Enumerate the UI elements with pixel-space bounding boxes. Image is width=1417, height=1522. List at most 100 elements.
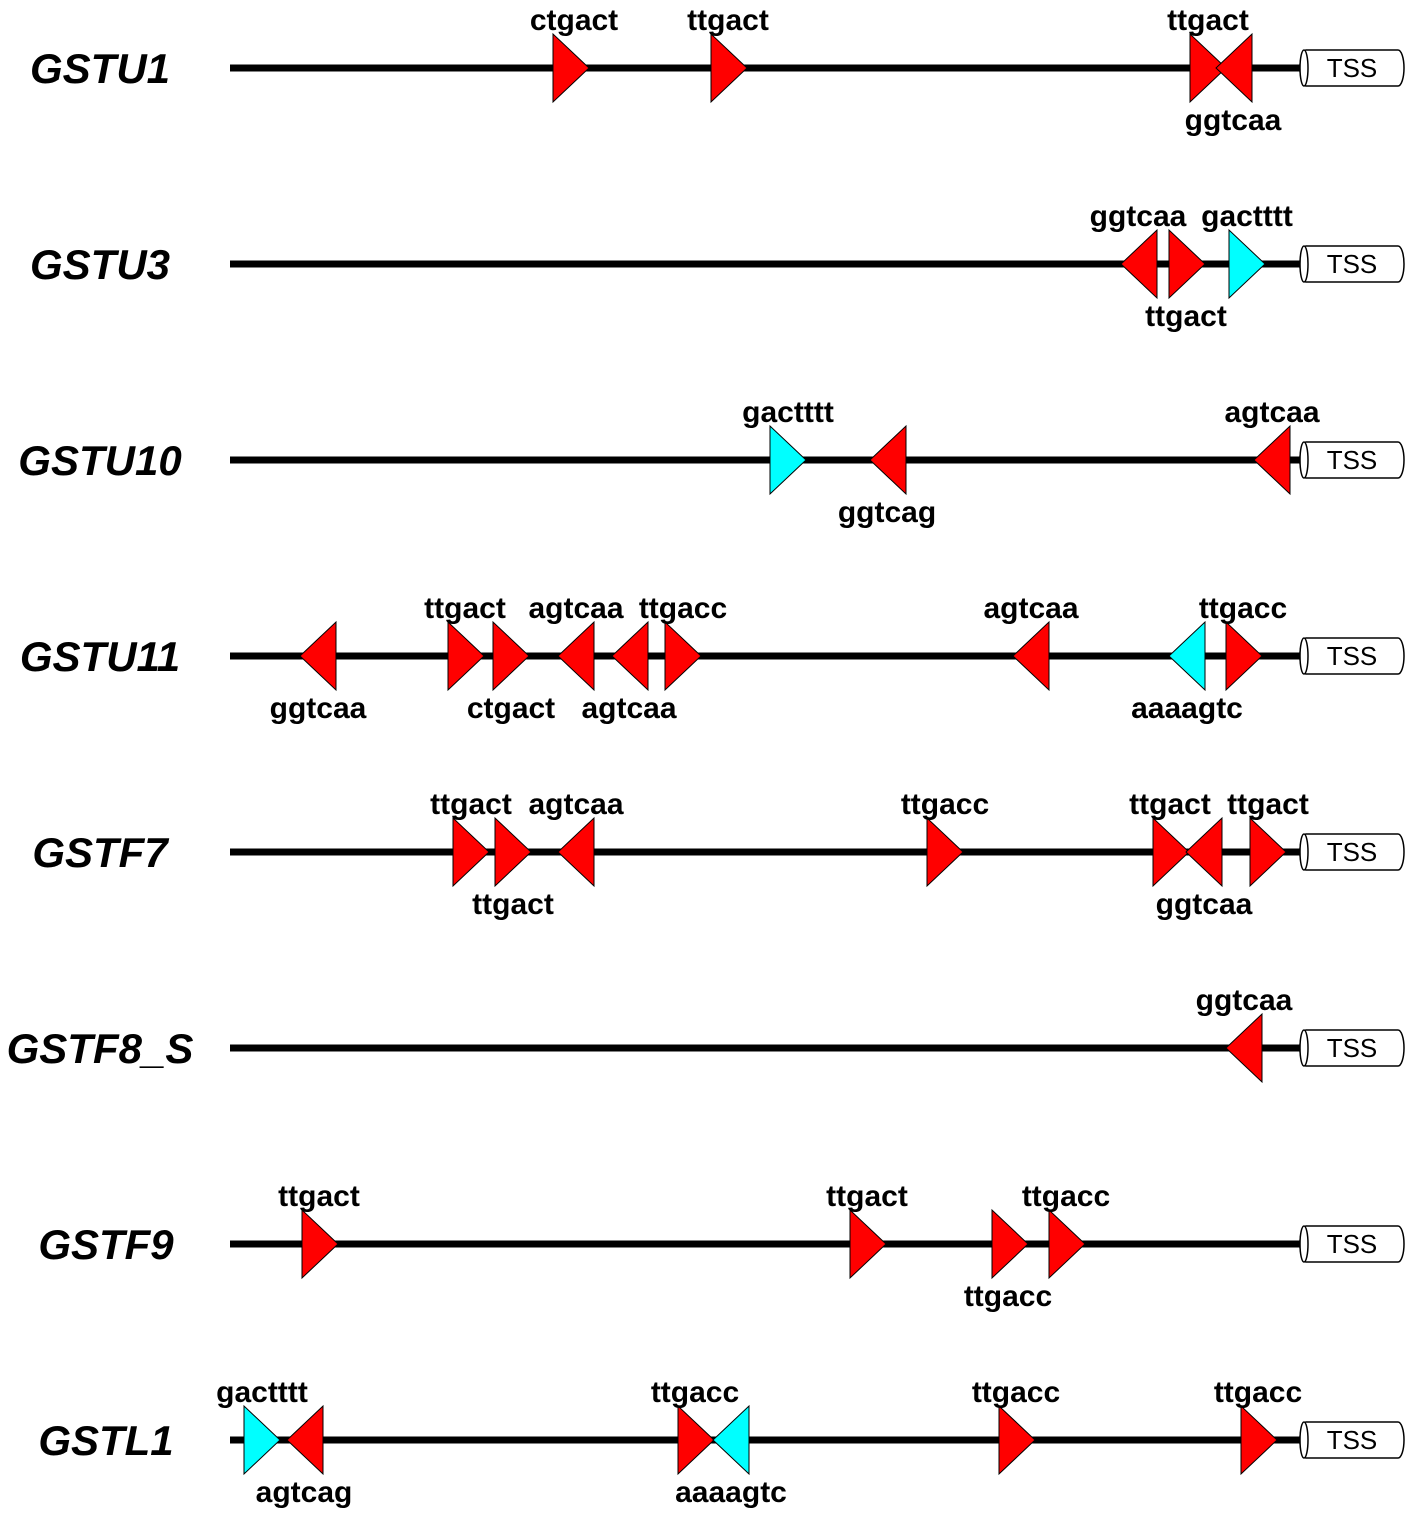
red-motif-right-arrow-icon — [494, 816, 532, 888]
cyan-motif-left-arrow-icon — [1168, 620, 1206, 692]
red-motif-right-arrow-icon — [1048, 1208, 1086, 1280]
red-motif-left-arrow-icon — [869, 424, 907, 496]
gene-label: GSTU3 — [30, 241, 170, 288]
motif-label: agtcaa — [528, 788, 623, 821]
red-motif-right-arrow-icon — [998, 1404, 1036, 1476]
gene-label: GSTF7 — [32, 829, 169, 876]
red-motif-right-arrow-icon — [447, 620, 485, 692]
motif-label: ttgact — [278, 1180, 360, 1213]
motif-label: gactttt — [216, 1376, 308, 1409]
tss-box: TSS — [1299, 833, 1405, 871]
red-motif-left-arrow-icon — [1120, 228, 1158, 300]
motif-label: agtcaa — [1224, 396, 1319, 429]
red-motif-right-arrow-icon — [664, 620, 702, 692]
cyan-motif-right-arrow-icon — [243, 1404, 281, 1476]
motif-label: ttgacc — [651, 1376, 739, 1409]
gene-label: GSTL1 — [38, 1417, 173, 1464]
motif-label: ggtcaa — [1185, 104, 1282, 137]
motif-label: ttgact — [1167, 4, 1249, 37]
motif-label: ttgact — [1145, 300, 1227, 333]
motif-label: ttgacc — [972, 1376, 1060, 1409]
tss-box: TSS — [1299, 441, 1405, 479]
motif-label: ttgact — [1227, 788, 1309, 821]
red-motif-left-arrow-icon — [1012, 620, 1050, 692]
red-motif-left-arrow-icon — [286, 1404, 324, 1476]
tss-label: TSS — [1327, 641, 1378, 671]
cyan-motif-right-arrow-icon — [1228, 228, 1266, 300]
red-motif-right-arrow-icon — [492, 620, 530, 692]
tss-label: TSS — [1327, 445, 1378, 475]
red-motif-left-arrow-icon — [1225, 1012, 1263, 1084]
tss-label: TSS — [1327, 1425, 1378, 1455]
tss-label: TSS — [1327, 249, 1378, 279]
motif-label: gactttt — [1201, 200, 1293, 233]
red-motif-right-arrow-icon — [1168, 228, 1206, 300]
red-motif-right-arrow-icon — [710, 32, 748, 104]
motif-label: ttgact — [472, 888, 554, 921]
motif-label: ttgact — [826, 1180, 908, 1213]
motif-label: aaaagtc — [1131, 692, 1243, 725]
tss-box: TSS — [1299, 1029, 1405, 1067]
cyan-motif-right-arrow-icon — [769, 424, 807, 496]
motif-label: ggtcaa — [270, 692, 367, 725]
motif-label: ttgacc — [1214, 1376, 1302, 1409]
red-motif-left-arrow-icon — [1185, 816, 1223, 888]
motif-label: agtcaa — [983, 592, 1078, 625]
motif-label: ttgacc — [901, 788, 989, 821]
motif-label: ttgacc — [639, 592, 727, 625]
red-motif-left-arrow-icon — [1253, 424, 1291, 496]
red-motif-right-arrow-icon — [1240, 1404, 1278, 1476]
red-motif-right-arrow-icon — [1152, 816, 1190, 888]
red-motif-right-arrow-icon — [991, 1208, 1029, 1280]
red-motif-right-arrow-icon — [926, 816, 964, 888]
gene-row-gstf9: GSTF9 TSS ttgact ttgact ttgacc ttgacc — [38, 1180, 1405, 1313]
motif-label: aaaagtc — [675, 1476, 787, 1509]
tss-box: TSS — [1299, 637, 1405, 675]
motif-label: ttgacc — [1022, 1180, 1110, 1213]
motif-label: ttgacc — [1199, 592, 1287, 625]
gene-row-gstf8_s: GSTF8_S TSS ggtcaa — [7, 984, 1405, 1084]
red-motif-right-arrow-icon — [1189, 32, 1227, 104]
gene-label: GSTF9 — [38, 1221, 174, 1268]
motif-label: ggtcaa — [1196, 984, 1293, 1017]
red-motif-left-arrow-icon — [557, 816, 595, 888]
tss-label: TSS — [1327, 1229, 1378, 1259]
tss-box: TSS — [1299, 49, 1405, 87]
red-motif-left-arrow-icon — [1215, 32, 1253, 104]
red-motif-right-arrow-icon — [301, 1208, 339, 1280]
gene-label: GSTF8_S — [7, 1025, 194, 1072]
motif-label: agtcaa — [528, 592, 623, 625]
tss-label: TSS — [1327, 1033, 1378, 1063]
motif-label: ttgact — [687, 4, 769, 37]
gene-label: GSTU10 — [18, 437, 181, 484]
tss-box: TSS — [1299, 245, 1405, 283]
motif-label: gactttt — [742, 396, 834, 429]
motif-label: ttgacc — [964, 1280, 1052, 1313]
red-motif-left-arrow-icon — [557, 620, 595, 692]
tss-box: TSS — [1299, 1225, 1405, 1263]
red-motif-right-arrow-icon — [452, 816, 490, 888]
tss-box: TSS — [1299, 1421, 1405, 1459]
red-motif-left-arrow-icon — [611, 620, 649, 692]
gene-row-gstl1: GSTL1 TSS gactttt agtcag ttgacc aaaagtc ttgacc… — [38, 1376, 1405, 1509]
red-motif-right-arrow-icon — [1225, 620, 1263, 692]
motif-label: ctgact — [467, 692, 555, 725]
motif-label: agtcag — [256, 1476, 353, 1509]
gene-row-gstu3: GSTU3 TSS ggtcaa ttgact gactttt — [30, 200, 1405, 333]
motif-label: ttgact — [1129, 788, 1211, 821]
motif-label: ggtcaa — [1156, 888, 1253, 921]
red-motif-right-arrow-icon — [552, 32, 590, 104]
motif-label: agtcaa — [581, 692, 676, 725]
red-motif-right-arrow-icon — [1249, 816, 1287, 888]
gene-label: GSTU1 — [30, 45, 170, 92]
motif-label: ggtcaa — [1090, 200, 1187, 233]
red-motif-right-arrow-icon — [849, 1208, 887, 1280]
gene-row-gstf7: GSTF7 TSS ttgact ttgact agtcaa ttgacc ttgact gg… — [32, 788, 1405, 921]
red-motif-right-arrow-icon — [677, 1404, 715, 1476]
motif-label: ttgact — [430, 788, 512, 821]
